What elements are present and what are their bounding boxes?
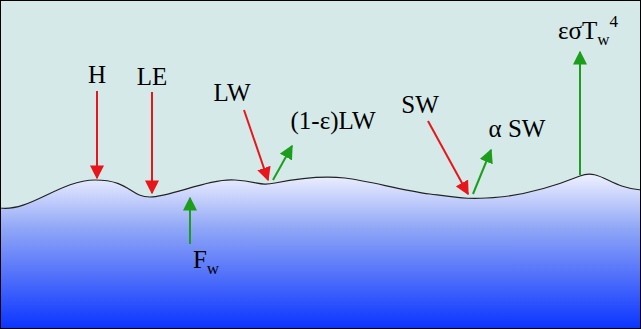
flux-symbol: εσT	[558, 17, 597, 44]
longwave-reflected-arrow	[273, 146, 292, 180]
flux-symbol: (1-ε)LW	[291, 107, 376, 134]
flux-label: SW	[401, 92, 439, 117]
longwave-in-arrow	[244, 110, 268, 180]
latent-heat-arrow	[151, 92, 153, 193]
flux-label: εσTw4	[558, 13, 618, 48]
shortwave-reflected-arrow	[473, 150, 491, 194]
water-body	[0, 174, 641, 329]
flux-label: (1-ε)LW	[291, 108, 376, 133]
symbol-sub: w	[597, 30, 609, 49]
flux-label: Fw	[193, 247, 219, 277]
flux-symbol: LW	[213, 79, 250, 106]
sensible-heat-arrow	[96, 91, 98, 178]
flux-symbol: SW	[401, 91, 439, 118]
flux-symbol: α SW	[489, 115, 546, 142]
symbol-sup: 4	[610, 12, 619, 31]
shortwave-in-arrow	[428, 121, 468, 194]
flux-label: α SW	[489, 116, 546, 141]
symbol-sub: w	[207, 259, 219, 278]
flux-label: H	[88, 62, 106, 87]
flux-label: LW	[213, 80, 250, 105]
flux-symbol: H	[88, 61, 106, 88]
emission-arrow	[579, 52, 581, 175]
water-flux-arrow	[189, 198, 191, 244]
water-surface	[0, 174, 641, 208]
flux-symbol: F	[193, 246, 207, 273]
flux-label: LE	[137, 64, 168, 89]
flux-symbol: LE	[137, 63, 168, 90]
